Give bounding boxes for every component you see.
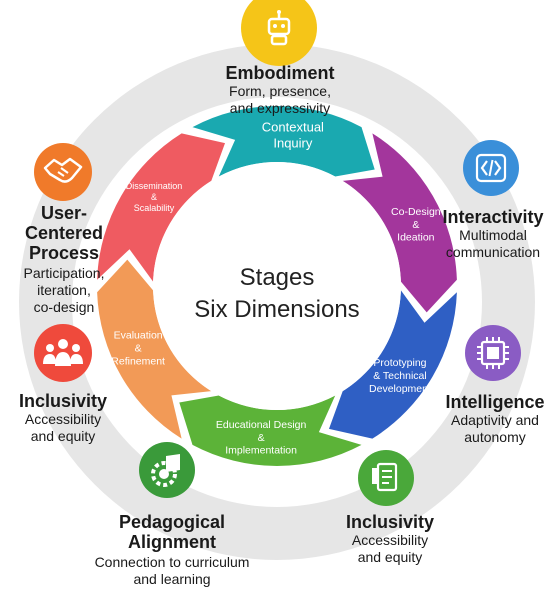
- dimension-interactivity-desc-2: communication: [445, 244, 541, 260]
- dimension-user-centered-desc-3: co-design: [33, 299, 95, 315]
- dimension-inclusivity-right-desc-1: Accessibility: [351, 532, 429, 548]
- stage-label-co-design-ideation-line-2: &: [412, 219, 419, 231]
- dimension-intelligence-title: Intelligence: [445, 392, 545, 412]
- stage-segment-co-design-ideation: [342, 133, 457, 313]
- stage-label-prototyping-technical-development-line-3: Development: [369, 383, 431, 395]
- dimension-user-centered-process: User-Centered Process Participation, ite…: [2, 203, 126, 316]
- chip-icon: [465, 325, 521, 381]
- dimension-intelligence-desc-1: Adaptivity and: [451, 412, 539, 428]
- stage-cycle: [97, 106, 457, 467]
- stage-label-co-design-ideation-line-3: Ideation: [397, 232, 435, 244]
- dimension-intelligence: Intelligence Adaptivity and autonomy: [440, 392, 550, 446]
- book-gear-icon: [139, 442, 195, 498]
- dimension-inclusivity-left-title: Inclusivity: [18, 391, 108, 411]
- dimension-pedagogical-alignment: Pedagogical Alignment Connection to curr…: [82, 512, 262, 588]
- stage-label-educational-design-implementation-line-2: &: [258, 432, 265, 444]
- stage-label-contextual-inquiry-line-2: Inquiry: [273, 135, 313, 150]
- center-subtitle: Six Dimensions: [194, 296, 359, 323]
- dimension-inclusivity-left: Inclusivity Accessibility and equity: [10, 391, 116, 445]
- stage-label-contextual-inquiry-line-1: Contextual: [262, 119, 324, 134]
- stage-segment-prototyping-technical-development: [328, 290, 457, 439]
- dimension-pedagogical-title-1: Pedagogical: [118, 512, 226, 532]
- stage-label-educational-design-implementation-line-3: Implementation: [225, 445, 297, 457]
- dimension-embodiment-desc-1: Form, presence,: [229, 83, 331, 99]
- dimension-pedagogical-desc-1: Connection to curriculum: [94, 554, 250, 570]
- dimension-inclusivity-left-desc-1: Accessibility: [24, 411, 102, 427]
- stage-segment-contextual-inquiry: [192, 106, 375, 177]
- stage-label-co-design-ideation-line-1: Co-Design: [391, 206, 441, 218]
- dimension-user-centered-title-2: Process: [28, 243, 100, 263]
- stage-label-dissemination-scalability-line-2: &: [151, 192, 157, 202]
- dimension-embodiment: Embodiment Form, presence, and expressiv…: [190, 63, 370, 117]
- robot-icon: [241, 0, 317, 66]
- stage-label-prototyping-technical-development-line-2: & Technical: [373, 370, 427, 382]
- dimension-user-centered-desc-1: Participation,: [23, 265, 105, 281]
- center-title: Stages: [240, 264, 315, 291]
- stage-label-dissemination-scalability-line-3: Scalability: [134, 203, 175, 213]
- dimension-inclusivity-right: Inclusivity Accessibility and equity: [330, 512, 450, 566]
- stage-label-evaluation-refinement-line-3: Refinement: [111, 355, 165, 367]
- dimension-user-centered-title-1: User-Centered: [24, 203, 104, 243]
- stage-segment-dissemination-scalability: [97, 133, 226, 282]
- stage-label-dissemination-scalability-line-1: Dissemination: [126, 181, 183, 191]
- dimension-interactivity: Interactivity Multimodal communication: [438, 207, 548, 261]
- stage-label-evaluation-refinement-line-2: &: [135, 342, 142, 354]
- dimension-pedagogical-desc-2: and learning: [133, 571, 211, 587]
- dimension-interactivity-desc-1: Multimodal: [459, 227, 527, 243]
- center-circle: [153, 162, 401, 410]
- document-icon: [358, 450, 414, 506]
- dimension-inclusivity-left-desc-2: and equity: [30, 428, 96, 444]
- handshake-icon: [34, 143, 92, 201]
- dimension-embodiment-title: Embodiment: [225, 63, 335, 83]
- stage-segment-evaluation-refinement: [97, 259, 212, 439]
- dimension-inclusivity-right-title: Inclusivity: [345, 512, 435, 532]
- code-icon: [463, 140, 519, 196]
- dimension-user-centered-desc-2: iteration,: [37, 282, 91, 298]
- people-icon: [34, 324, 92, 382]
- stage-label-educational-design-implementation-line-1: Educational Design: [216, 419, 307, 431]
- stage-labels: ContextualInquiryCo-Design&IdeationProto…: [111, 119, 441, 456]
- dimension-inclusivity-right-desc-2: and equity: [357, 549, 423, 565]
- dimension-intelligence-desc-2: autonomy: [464, 429, 526, 445]
- stage-label-prototyping-technical-development-line-1: Prototyping: [373, 357, 426, 369]
- stage-segment-educational-design-implementation: [179, 395, 362, 467]
- dimension-interactivity-title: Interactivity: [442, 207, 544, 227]
- dimension-embodiment-desc-2: and expressivity: [229, 100, 331, 116]
- stage-label-evaluation-refinement-line-1: Evaluation: [114, 330, 163, 342]
- dimension-pedagogical-title-2: Alignment: [128, 532, 216, 552]
